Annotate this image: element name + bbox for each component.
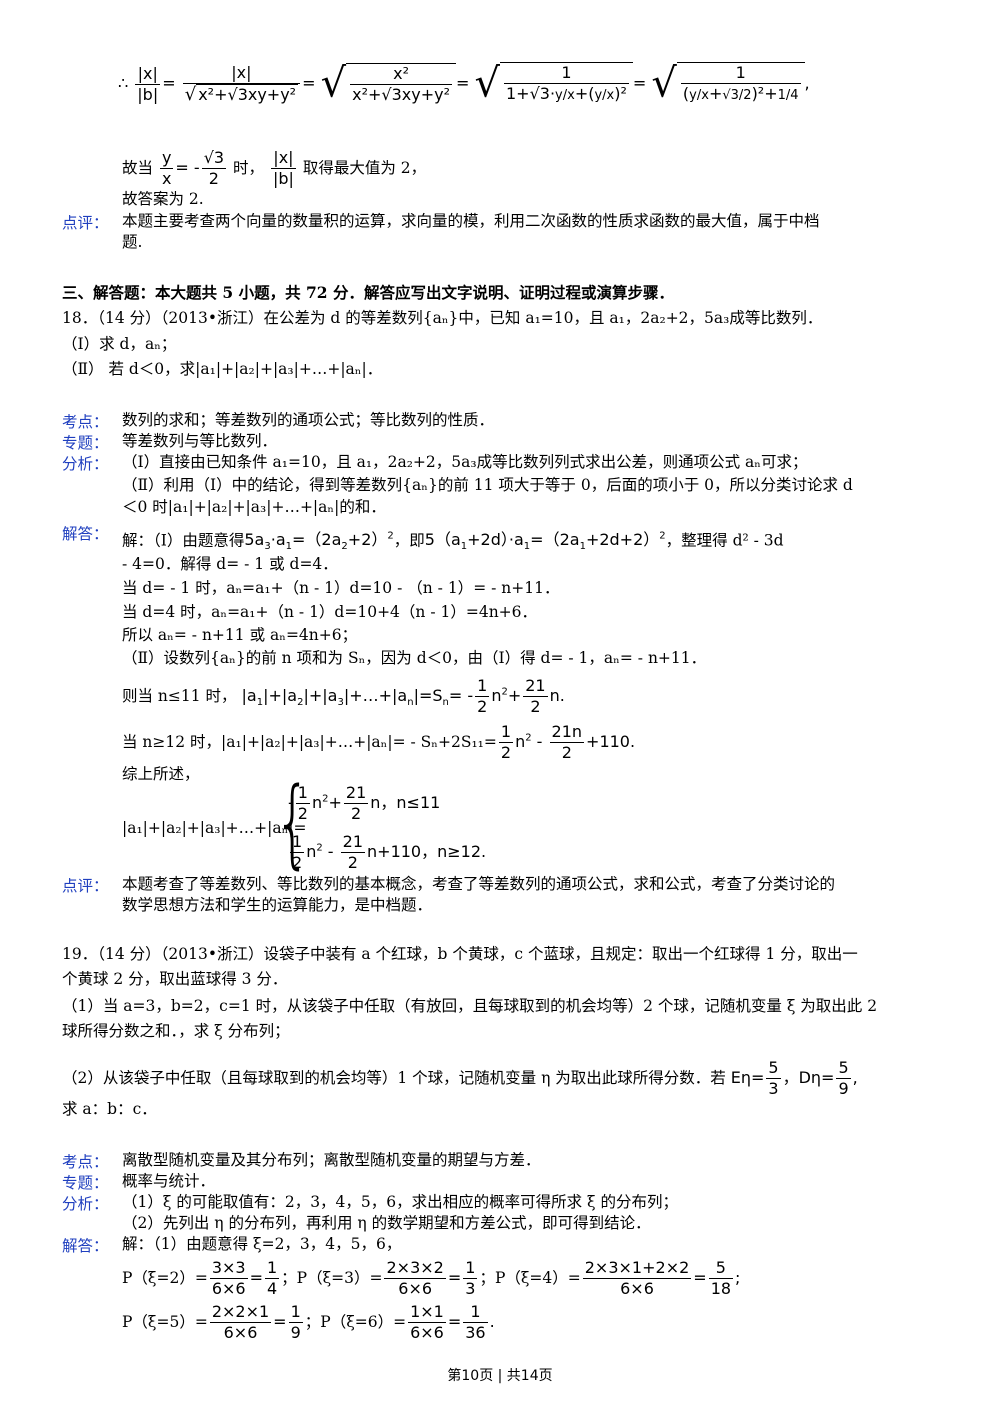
fenxi-label: 分析： bbox=[62, 455, 109, 473]
jieda-label: 解答： bbox=[62, 1237, 109, 1255]
q19-part2b: 求 a：b：c． bbox=[62, 1100, 157, 1118]
solution-line-3: 当 d= - 1 时，aₙ=a₁+（n - 1）d=10 - （n - 1）= … bbox=[122, 579, 560, 597]
case-condition: n≥12 bbox=[437, 842, 482, 861]
q19-part2: （2）从该袋子中任取（且每球取到的机会均等）1 个球，记随机变量 η 为取出此球… bbox=[62, 1058, 858, 1098]
zhuanti-text: 概率与统计． bbox=[122, 1172, 216, 1190]
jieda-label: 解答： bbox=[62, 525, 109, 543]
solution-line-10: |a₁|+|a₂|+|a₃|+…+|aₙ|= bbox=[122, 819, 307, 837]
q19-part1b: 球所得分数之和．，求 ξ 分布列； bbox=[62, 1022, 290, 1040]
therefore-symbol: ∴ bbox=[118, 73, 129, 93]
review-text-1: 本题主要考查两个向量的数量积的运算，求向量的模，利用二次函数的性质求函数的最大值… bbox=[122, 212, 820, 230]
text: 当 n≥12 时，|a₁|+|a₂|+|a₃|+…+|aₙ|= - Sₙ+2S₁… bbox=[122, 733, 497, 751]
solution-line-2: - 4=0．解得 d= - 1 或 d=4． bbox=[122, 555, 338, 573]
fenxi-text-3: ＜0 时|a₁|+|a₂|+|a₃|+…+|aₙ|的和． bbox=[122, 498, 386, 516]
text: ；P（ξ=6）= bbox=[304, 1313, 407, 1331]
q19-stem-1: 19．（14 分）（2013•浙江）设袋子中装有 a 个红球，b 个黄球，c 个… bbox=[62, 945, 858, 963]
text: （2）从该袋子中任取（且每球取到的机会均等）1 个球，记随机变量 η 为取出此球… bbox=[62, 1069, 726, 1087]
kaodian-label: 考点： bbox=[62, 413, 109, 431]
dianping-text-1: 本题考查了等差数列、等比数列的基本概念，考查了等差数列的通项公式，求和公式，考查… bbox=[122, 875, 836, 893]
kaodian-text: 数列的求和；等差数列的通项公式；等比数列的性质． bbox=[122, 411, 495, 429]
q18-stem: 18．（14 分）（2013•浙江）在公差为 d 的等差数列{aₙ}中，已知 a… bbox=[62, 309, 823, 327]
text: ；P（ξ=3）= bbox=[281, 1269, 383, 1287]
fenxi-text-1: （Ⅰ）直接由已知条件 a₁=10，且 a₁，2a₂+2，5a₃成等比数列列式求出… bbox=[122, 453, 808, 471]
dianping-text-2: 数学思想方法和学生的运算能力，是中档题． bbox=[122, 896, 433, 914]
text: 时， bbox=[233, 159, 265, 177]
review-label: 点评： bbox=[62, 214, 109, 232]
text: 解：（Ⅰ）由题意得 bbox=[122, 531, 245, 550]
dianping-label: 点评： bbox=[62, 877, 109, 895]
q18-part2: （Ⅱ） 若 d＜0，求|a₁|+|a₂|+|a₃|+…+|aₙ|． bbox=[62, 360, 383, 378]
fenxi-text-2: （Ⅱ）利用（Ⅰ）中的结论，得到等差数列{aₙ}的前 11 项大于等于 0，后面的… bbox=[122, 476, 853, 494]
answer-line: 故答案为 2. bbox=[122, 190, 204, 208]
text: ；P（ξ=4）= bbox=[479, 1269, 581, 1287]
solution-line-9: 综上所述， bbox=[122, 765, 200, 783]
solution-line-5: 所以 aₙ= - n+11 或 aₙ=4n+6； bbox=[122, 626, 358, 644]
text: P（ξ=2）= bbox=[122, 1269, 208, 1287]
text: 则当 n≤11 时， bbox=[122, 687, 237, 705]
text: P（ξ=5）= bbox=[122, 1313, 208, 1331]
case-condition: n≤11 bbox=[396, 793, 441, 812]
solution-line-4: 当 d=4 时，aₙ=a₁+（n - 1）d=10+4（n - 1）=4n+6． bbox=[122, 603, 538, 621]
solution-line-8: 当 n≥12 时，|a₁|+|a₂|+|a₃|+…+|aₙ|= - Sₙ+2S₁… bbox=[122, 722, 636, 762]
solution-line-1: 解：（Ⅰ）由题意得5a3·a1=（2a2+2）2，即5（a1+2d）·a1=（2… bbox=[122, 530, 784, 553]
q19-part1: （1）当 a=3，b=2，c=1 时，从该袋子中任取（有放回，且每球取到的机会均… bbox=[62, 997, 878, 1015]
solution-line-6: （Ⅱ）设数列{aₙ}的前 n 项和为 Sₙ，因为 d＜0，由（Ⅰ）得 d= - … bbox=[122, 649, 707, 667]
q18-part1: （Ⅰ）求 d，aₙ； bbox=[62, 335, 177, 353]
kaodian-text: 离散型随机变量及其分布列；离散型随机变量的期望与方差． bbox=[122, 1151, 541, 1169]
q19-solution-1: 解：（1）由题意得 ξ=2，3，4，5，6， bbox=[122, 1235, 402, 1253]
q19-stem-2: 个黄球 2 分，取出蓝球得 3 分． bbox=[62, 970, 288, 988]
kaodian-label: 考点： bbox=[62, 1153, 109, 1171]
review-text-2: 题. bbox=[122, 233, 143, 251]
page-footer: 第10页 | 共14页 bbox=[447, 1368, 553, 1384]
text: ，整理得 d² - 3d bbox=[665, 531, 784, 550]
fenxi-text-2: （2）先列出 η 的分布列，再利用 η 的数学期望和方差公式，即可得到结论． bbox=[122, 1214, 651, 1232]
fenxi-text-1: （1）ξ 的可能取值有：2，3，4，5，6，求出相应的概率可得所求 ξ 的分布列… bbox=[122, 1193, 679, 1211]
zhuanti-label: 专题： bbox=[62, 1174, 109, 1192]
text: 取得最大值为 2， bbox=[302, 159, 427, 177]
fenxi-label: 分析： bbox=[62, 1195, 109, 1213]
text: 故当 bbox=[122, 159, 154, 177]
zhuanti-text: 等差数列与等比数列． bbox=[122, 432, 278, 450]
zhuanti-label: 专题： bbox=[62, 434, 109, 452]
piecewise-brace: { bbox=[274, 767, 311, 879]
text: ，即 bbox=[393, 531, 425, 550]
section-heading: 三、解答题：本大题共 5 小题，共 72 分．解答应写出文字说明、证明过程或演算… bbox=[62, 283, 674, 302]
